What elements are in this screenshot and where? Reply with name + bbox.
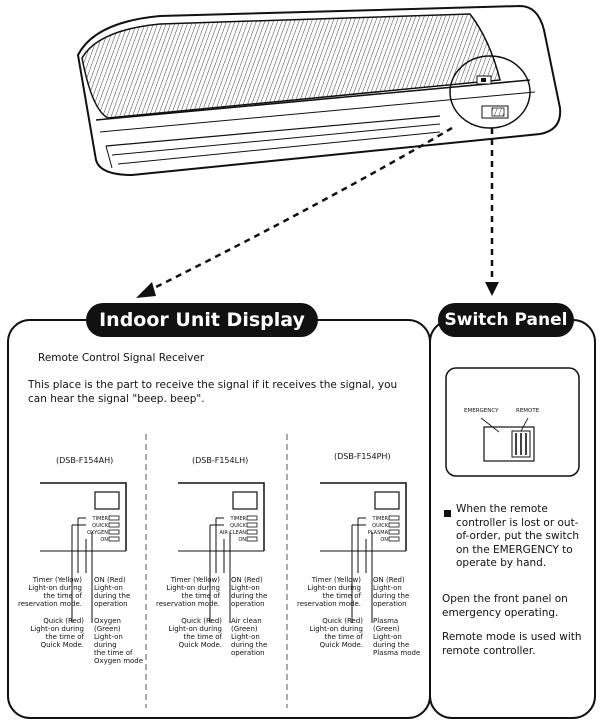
model-label: (DSB-F154LH) xyxy=(192,456,249,465)
indicator-label: TIMER xyxy=(92,516,108,522)
indicator-label: OXYGEN xyxy=(87,530,108,536)
air-conditioner-illustration xyxy=(76,4,562,177)
remote-mode-note: Remote mode is used with remote controll… xyxy=(442,631,582,657)
emergency-note: When the remote controller is lost or ou… xyxy=(456,503,580,570)
emergency-label: EMERGENCY xyxy=(464,408,499,414)
indoor-display-title: Indoor Unit Display xyxy=(86,303,318,337)
plasma-caption: Plasma (Green) Light-on during the Plasm… xyxy=(373,617,421,657)
air-clean-caption: Air clean (Green) Light-on during the op… xyxy=(231,617,268,657)
indicator-label: AIR CLEAN xyxy=(219,530,246,536)
quick-caption: Quick (Red) Light-on during the time of … xyxy=(168,617,222,649)
bullet-icon xyxy=(444,510,451,517)
on-caption: ON (Red) Light-on during the operation xyxy=(373,576,410,608)
model-label: (DSB-F154AH) xyxy=(56,456,114,465)
model-label: (DSB-F154PH) xyxy=(334,452,391,461)
timer-caption: Timer (Yellow) Light-on during the time … xyxy=(296,576,361,608)
indicator-label: ON xyxy=(100,537,108,543)
on-caption: ON (Red) Light-on during the operation xyxy=(94,576,131,608)
quick-caption: Quick (Red) Light-on during the time of … xyxy=(30,617,84,649)
switch-panel-title: Switch Panel xyxy=(438,303,574,337)
indicator-label: QUICK xyxy=(230,523,246,529)
indicator-label: QUICK xyxy=(92,523,108,529)
front-panel-note: Open the front panel on emergency operat… xyxy=(442,593,568,619)
leader-arrows xyxy=(136,126,499,298)
indicator-label: ON xyxy=(238,537,246,543)
switch-illustration xyxy=(445,367,580,477)
on-caption: ON (Red) Light-on during the operation xyxy=(231,576,268,608)
display-panel-2 xyxy=(178,482,265,623)
indicator-label: ON xyxy=(380,537,388,543)
display-panel-1 xyxy=(40,482,127,623)
oxygen-caption: Oxygen (Green) Light-on during the time … xyxy=(94,617,144,665)
indicator-label: QUICK xyxy=(372,523,388,529)
receiver-subtitle: Remote Control Signal Receiver xyxy=(38,352,205,364)
receiver-description: This place is the part to receive the si… xyxy=(28,379,398,405)
display-panel-3 xyxy=(320,482,407,623)
indicator-label: TIMER xyxy=(230,516,246,522)
remote-label: REMOTE xyxy=(516,408,540,414)
timer-caption: Timer (Yellow) Light-on during the time … xyxy=(155,576,220,608)
indicator-label: PLASMA xyxy=(367,530,388,536)
indicator-label: TIMER xyxy=(372,516,388,522)
timer-caption: Timer (Yellow) Light-on during the time … xyxy=(17,576,82,608)
quick-caption: Quick (Red) Light-on during the time of … xyxy=(309,617,363,649)
